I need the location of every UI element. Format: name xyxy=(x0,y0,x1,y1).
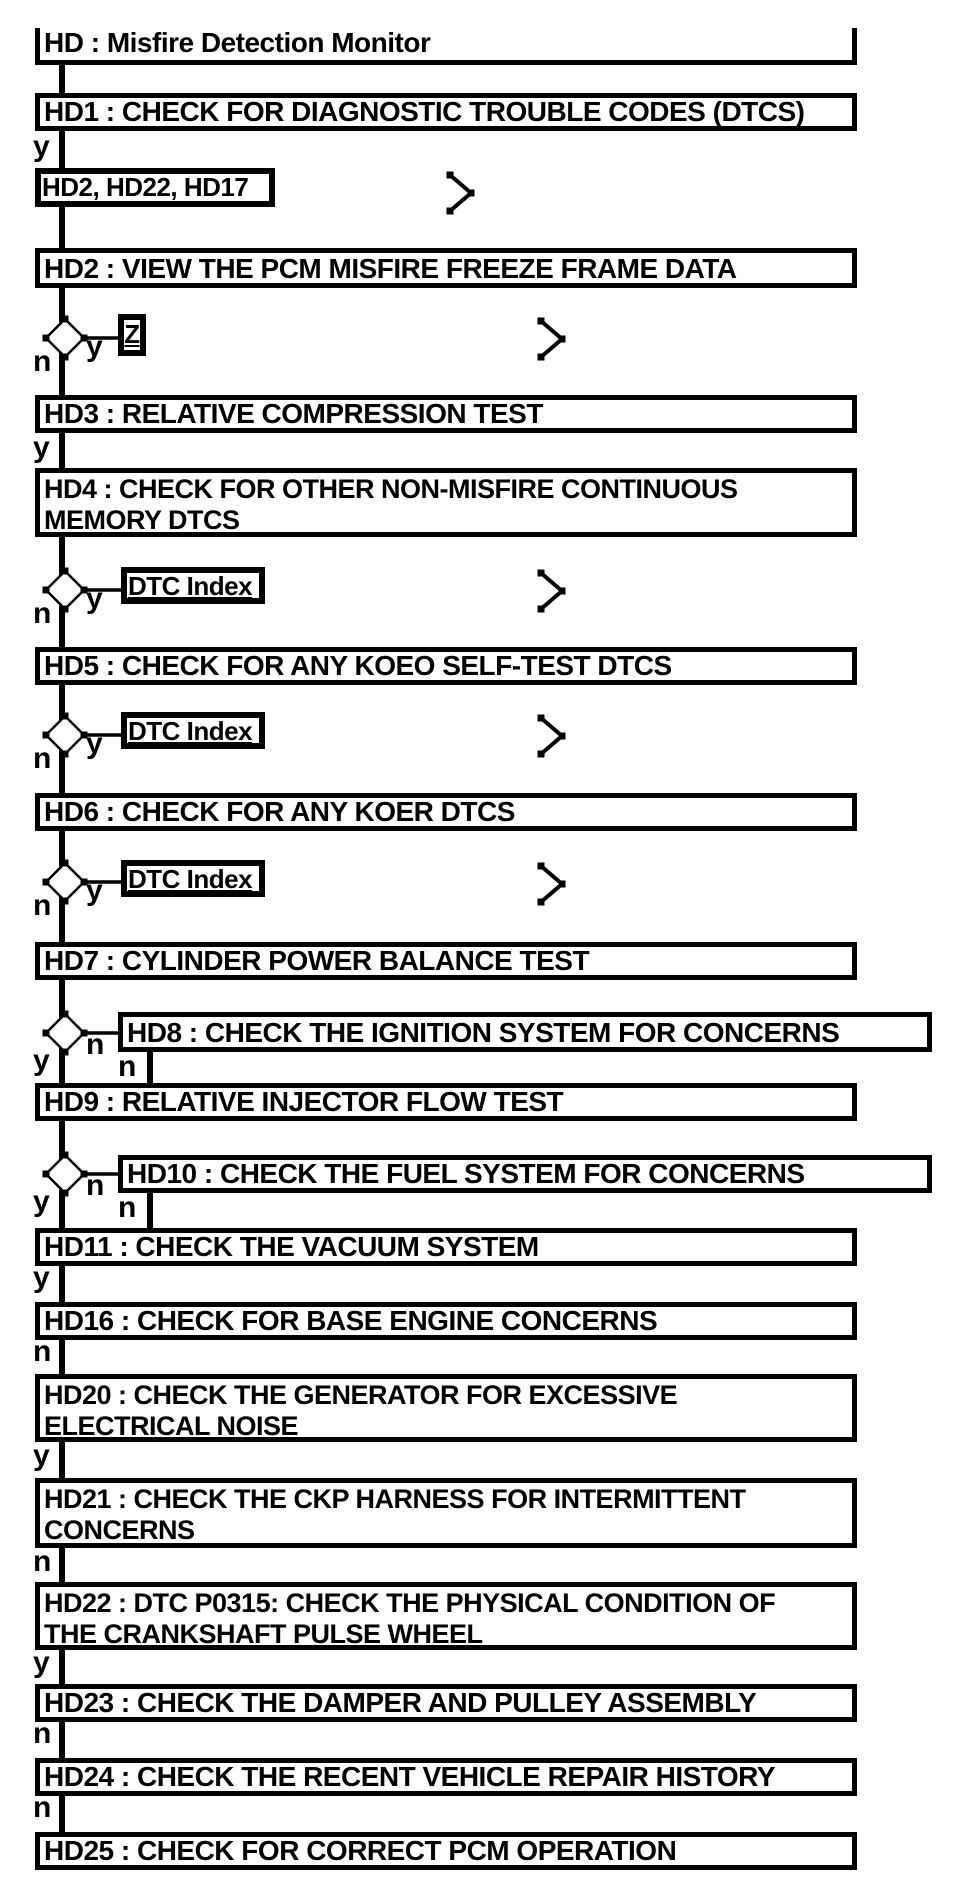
step-hd21: HD21 : CHECK THE CKP HARNESS FOR INTERMI… xyxy=(35,1478,857,1548)
branch-label-hd23-no: n xyxy=(33,1717,52,1750)
branch-label-hd16-no: n xyxy=(33,1335,52,1368)
step-hd2: HD2 : VIEW THE PCM MISFIRE FREEZE FRAME … xyxy=(35,248,857,288)
branch-label-hd20-yes: y xyxy=(33,1439,50,1472)
step-hd11: HD11 : CHECK THE VACUUM SYSTEM xyxy=(35,1228,857,1266)
branch-label-hd10-no: n xyxy=(118,1191,137,1224)
branch-label-d5-yes: y xyxy=(33,1044,50,1077)
continue-chevron-icon xyxy=(535,315,568,363)
dtc-index-link-3[interactable]: DTC Index xyxy=(121,860,265,897)
branch-label-d3-yes: y xyxy=(86,727,103,760)
branch-label-hd8-no: n xyxy=(118,1050,137,1083)
step-hd4: HD4 : CHECK FOR OTHER NON-MISFIRE CONTIN… xyxy=(35,468,857,537)
z-link[interactable]: Z xyxy=(118,314,146,356)
branch-label-hd21-no: n xyxy=(33,1545,52,1578)
dtc-index-link-1[interactable]: DTC Index xyxy=(121,567,265,604)
step-hd5: HD5 : CHECK FOR ANY KOEO SELF-TEST DTCS xyxy=(35,647,857,685)
continue-chevron-icon xyxy=(535,712,568,760)
dtc-index-link-2[interactable]: DTC Index xyxy=(121,712,265,749)
step-hd-title: HD : Misfire Detection Monitor xyxy=(35,28,857,65)
branch-label-d1-no: n xyxy=(33,345,52,378)
continue-chevron-icon xyxy=(535,567,568,615)
step-hd3: HD3 : RELATIVE COMPRESSION TEST xyxy=(35,395,857,433)
step-hd7: HD7 : CYLINDER POWER BALANCE TEST xyxy=(35,942,857,980)
step-hd6: HD6 : CHECK FOR ANY KOER DTCS xyxy=(35,793,857,831)
branch-label-hd24-no: n xyxy=(33,1791,52,1824)
branch-label-hd1-yes: y xyxy=(33,130,50,163)
step-hd8: HD8 : CHECK THE IGNITION SYSTEM FOR CONC… xyxy=(118,1012,932,1052)
step-hd23: HD23 : CHECK THE DAMPER AND PULLEY ASSEM… xyxy=(35,1684,857,1722)
branch-label-d5-no: n xyxy=(86,1028,105,1061)
branch-label-hd11-yes: y xyxy=(33,1261,50,1294)
step-hd1: HD1 : CHECK FOR DIAGNOSTIC TROUBLE CODES… xyxy=(35,93,857,131)
branch-label-d6-yes: y xyxy=(33,1185,50,1218)
branch-label-d2-yes: y xyxy=(86,582,103,615)
branch-label-hd22-yes: y xyxy=(33,1646,50,1679)
branch-label-d1-yes: y xyxy=(86,330,103,363)
continue-chevron-icon xyxy=(444,169,477,217)
step-hd9: HD9 : RELATIVE INJECTOR FLOW TEST xyxy=(35,1083,857,1121)
step-hd25: HD25 : CHECK FOR CORRECT PCM OPERATION xyxy=(35,1832,857,1870)
continue-chevron-icon xyxy=(535,860,568,908)
step-hd24: HD24 : CHECK THE RECENT VEHICLE REPAIR H… xyxy=(35,1758,857,1796)
step-hd20: HD20 : CHECK THE GENERATOR FOR EXCESSIVE… xyxy=(35,1374,857,1442)
step-hd22: HD22 : DTC P0315: CHECK THE PHYSICAL CON… xyxy=(35,1582,857,1650)
branch-label-d3-no: n xyxy=(33,742,52,775)
branch-label-hd3-yes: y xyxy=(33,431,50,464)
branch-label-d6-no: n xyxy=(86,1169,105,1202)
step-hd10: HD10 : CHECK THE FUEL SYSTEM FOR CONCERN… xyxy=(118,1155,932,1193)
reference-box-hd2-hd22-hd17: HD2, HD22, HD17 xyxy=(35,168,275,207)
branch-label-d2-no: n xyxy=(33,597,52,630)
step-hd16: HD16 : CHECK FOR BASE ENGINE CONCERNS xyxy=(35,1302,857,1340)
branch-label-d4-yes: y xyxy=(86,874,103,907)
branch-label-d4-no: n xyxy=(33,889,52,922)
